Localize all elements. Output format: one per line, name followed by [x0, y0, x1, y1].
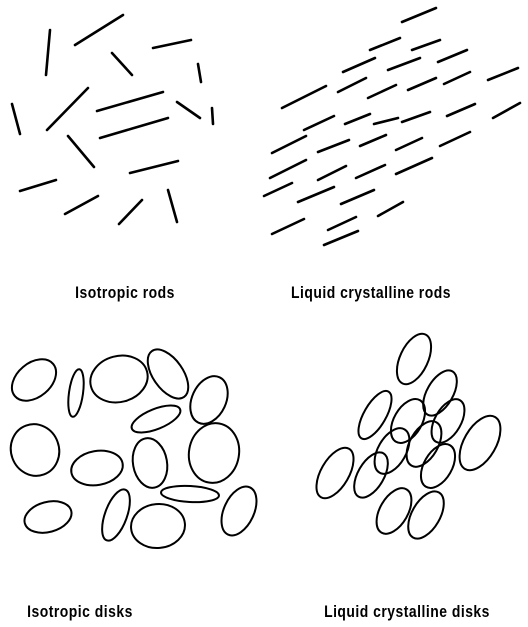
- rod: [440, 132, 470, 146]
- rod: [112, 53, 132, 75]
- rod: [65, 196, 98, 214]
- disk: [85, 349, 153, 408]
- disk: [21, 496, 75, 537]
- rod: [75, 15, 123, 45]
- rod: [412, 40, 440, 50]
- rod: [304, 116, 334, 130]
- rod: [119, 200, 142, 224]
- rod: [343, 58, 375, 72]
- disk: [96, 486, 135, 544]
- rod: [345, 114, 370, 124]
- rod: [97, 92, 163, 111]
- disk: [4, 351, 64, 409]
- rod: [356, 165, 385, 178]
- disk: [309, 442, 361, 504]
- rod: [68, 136, 94, 167]
- disk: [214, 481, 263, 541]
- rod: [168, 190, 177, 222]
- disk: [451, 409, 509, 477]
- rod: [396, 138, 422, 150]
- rod: [370, 38, 400, 50]
- rod: [324, 231, 358, 245]
- disk: [128, 400, 184, 438]
- rod: [177, 102, 200, 118]
- rod: [100, 118, 168, 138]
- rod: [270, 160, 306, 178]
- rod: [488, 68, 518, 80]
- disk: [66, 368, 87, 417]
- rod: [272, 219, 304, 234]
- rod: [298, 187, 334, 202]
- caption-liquid-crystalline-disks: Liquid crystalline disks: [324, 603, 490, 622]
- panel-isotropic-disks: Isotropic disks: [4, 342, 264, 621]
- disk: [68, 447, 125, 490]
- panel-liquid-crystalline-disks: Liquid crystalline disks: [309, 329, 509, 622]
- rod: [130, 161, 178, 173]
- rod: [328, 217, 356, 230]
- disk: [390, 329, 438, 390]
- disk: [184, 419, 244, 487]
- panel-isotropic-rods: Isotropic rods: [12, 15, 213, 302]
- rod: [378, 202, 403, 216]
- caption-liquid-crystalline-rods: Liquid crystalline rods: [291, 284, 451, 303]
- disks-random-group: [4, 342, 264, 550]
- rod: [12, 104, 20, 134]
- rod: [408, 78, 436, 90]
- rod: [493, 103, 520, 118]
- rod: [198, 64, 201, 82]
- rod: [47, 88, 88, 130]
- rod: [318, 166, 346, 180]
- disk: [4, 417, 67, 482]
- rod: [438, 50, 467, 62]
- disk: [183, 370, 235, 430]
- rod: [338, 78, 366, 92]
- rod: [264, 183, 292, 196]
- caption-isotropic-disks: Isotropic disks: [27, 603, 133, 622]
- rod: [272, 136, 306, 153]
- disk: [416, 365, 464, 421]
- disks-aligned-group: [309, 329, 509, 545]
- rod: [20, 180, 56, 191]
- disk: [161, 484, 220, 503]
- disk: [129, 502, 187, 551]
- rod: [318, 140, 349, 152]
- rod: [402, 112, 430, 122]
- rod: [374, 118, 398, 124]
- rod: [360, 135, 386, 146]
- rod: [153, 40, 191, 48]
- rod: [388, 58, 420, 70]
- rod: [212, 108, 213, 124]
- rod: [396, 158, 432, 174]
- rod: [444, 72, 470, 84]
- disk: [129, 435, 171, 490]
- rod: [368, 85, 396, 98]
- disk: [367, 422, 416, 479]
- rod: [46, 30, 50, 75]
- panel-liquid-crystalline-rods: Liquid crystalline rods: [264, 8, 520, 302]
- rods-random-group: [12, 15, 213, 224]
- rod: [447, 104, 475, 116]
- caption-isotropic-rods: Isotropic rods: [75, 284, 175, 303]
- rods-aligned-group: [264, 8, 520, 245]
- rod: [341, 190, 374, 204]
- rod: [402, 8, 436, 22]
- rod: [282, 86, 326, 108]
